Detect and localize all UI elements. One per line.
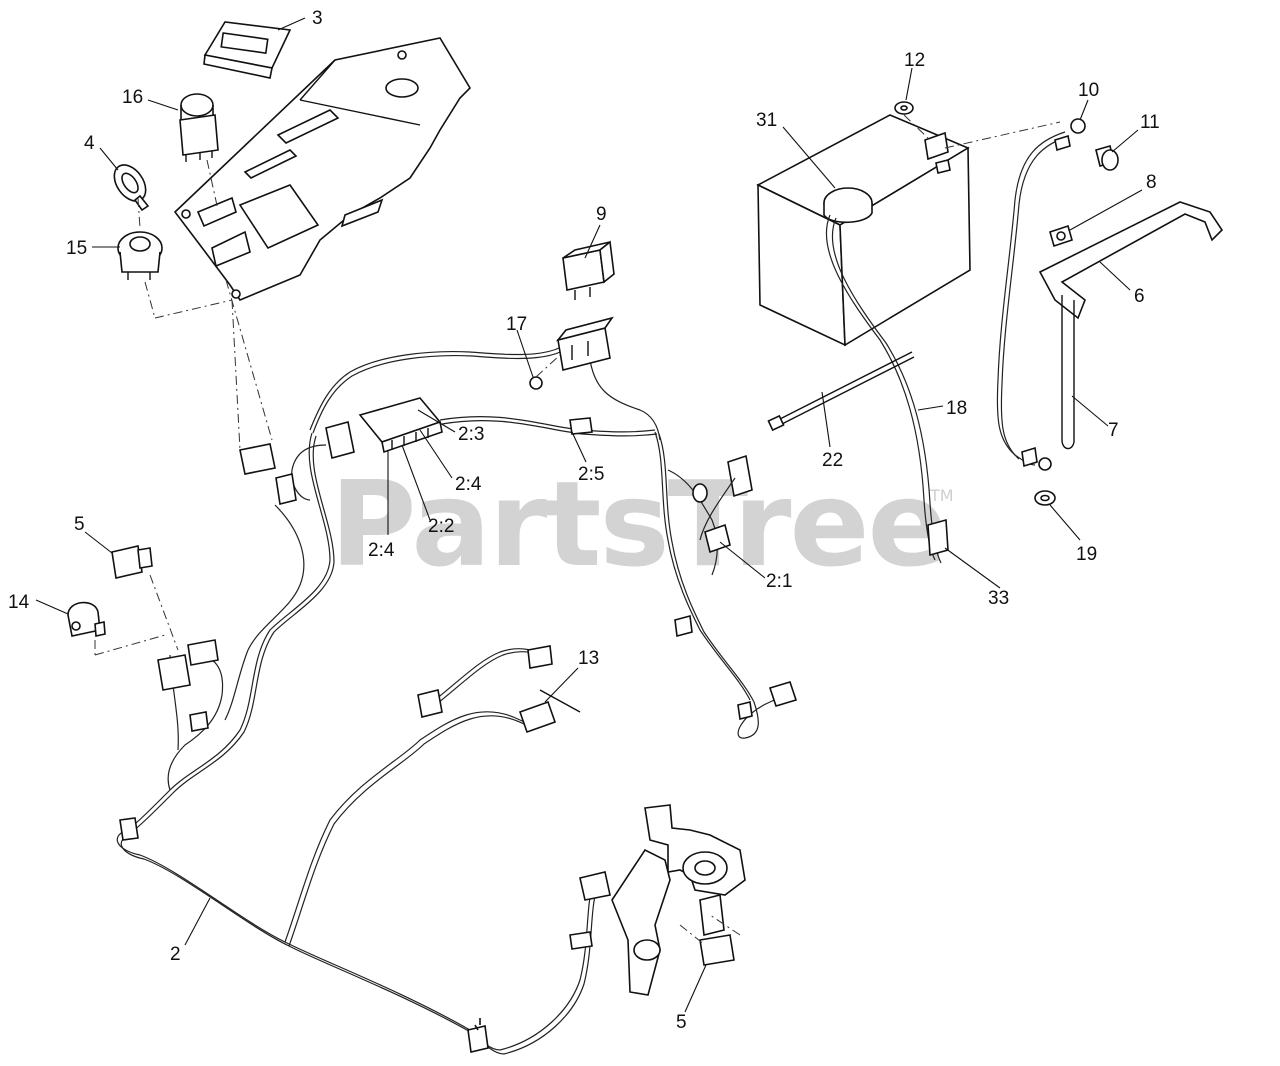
cable-tie	[767, 351, 915, 432]
callout-labels: 3 16 4 15 9 17 2:3 2:4 2:5 2:2 2:4 2:1 5…	[8, 8, 1160, 1033]
callout-2-5: 2:5	[578, 464, 604, 485]
callout-2-2: 2:2	[428, 516, 454, 537]
washer	[894, 101, 914, 115]
callout-33: 33	[988, 588, 1009, 609]
relay-socket	[555, 316, 614, 371]
callout-22: 22	[822, 450, 843, 471]
trademark-mark: TM	[930, 486, 954, 505]
callout-13: 13	[578, 648, 599, 669]
alignment-lines	[94, 114, 1061, 656]
callout-2-3: 2:3	[458, 424, 484, 445]
callout-7: 7	[1108, 420, 1119, 441]
callout-3: 3	[312, 8, 323, 29]
callout-18: 18	[946, 398, 967, 419]
callout-6: 6	[1134, 286, 1145, 307]
leader-lines	[35, 17, 1143, 1013]
callout-12: 12	[904, 50, 925, 71]
callout-2-4-upper: 2:4	[455, 474, 482, 495]
callout-11: 11	[1140, 112, 1160, 133]
callout-15: 15	[66, 238, 87, 259]
callout-4: 4	[84, 133, 95, 154]
hold-down-rod	[1061, 295, 1075, 450]
callout-19: 19	[1076, 544, 1097, 565]
relay	[562, 240, 615, 300]
battery-cable-positive	[825, 214, 949, 564]
bolt	[1095, 145, 1119, 171]
callout-8: 8	[1146, 172, 1157, 193]
callout-2-1: 2:1	[766, 571, 792, 592]
battery-cable-negative	[996, 118, 1086, 471]
screw	[529, 354, 561, 390]
callout-9: 9	[596, 204, 607, 225]
main-wiring-harness	[116, 334, 798, 1055]
hold-down-bracket	[1038, 201, 1224, 320]
callout-14: 14	[8, 592, 30, 613]
dash-panel-plate	[173, 37, 472, 301]
callout-10: 10	[1078, 80, 1099, 101]
callout-2-4-lower: 2:4	[368, 540, 395, 561]
lever-bracket-assembly	[611, 804, 746, 996]
watermark: PartsTree	[330, 455, 948, 593]
brake-switch	[67, 601, 106, 637]
callout-31: 31	[756, 110, 777, 131]
ignition-key	[113, 164, 150, 212]
hour-meter-display	[203, 21, 292, 79]
wing-nut	[1049, 224, 1073, 248]
battery	[756, 114, 971, 347]
callout-5-lower: 5	[676, 1012, 687, 1033]
rotary-switch	[179, 93, 219, 162]
callout-17: 17	[506, 314, 527, 335]
callout-2: 2	[170, 944, 181, 965]
callout-16: 16	[122, 87, 143, 108]
terminal-washer	[1034, 490, 1056, 506]
seat-switch	[111, 545, 153, 579]
ignition-switch	[117, 231, 163, 280]
callout-5-upper: 5	[74, 514, 85, 535]
